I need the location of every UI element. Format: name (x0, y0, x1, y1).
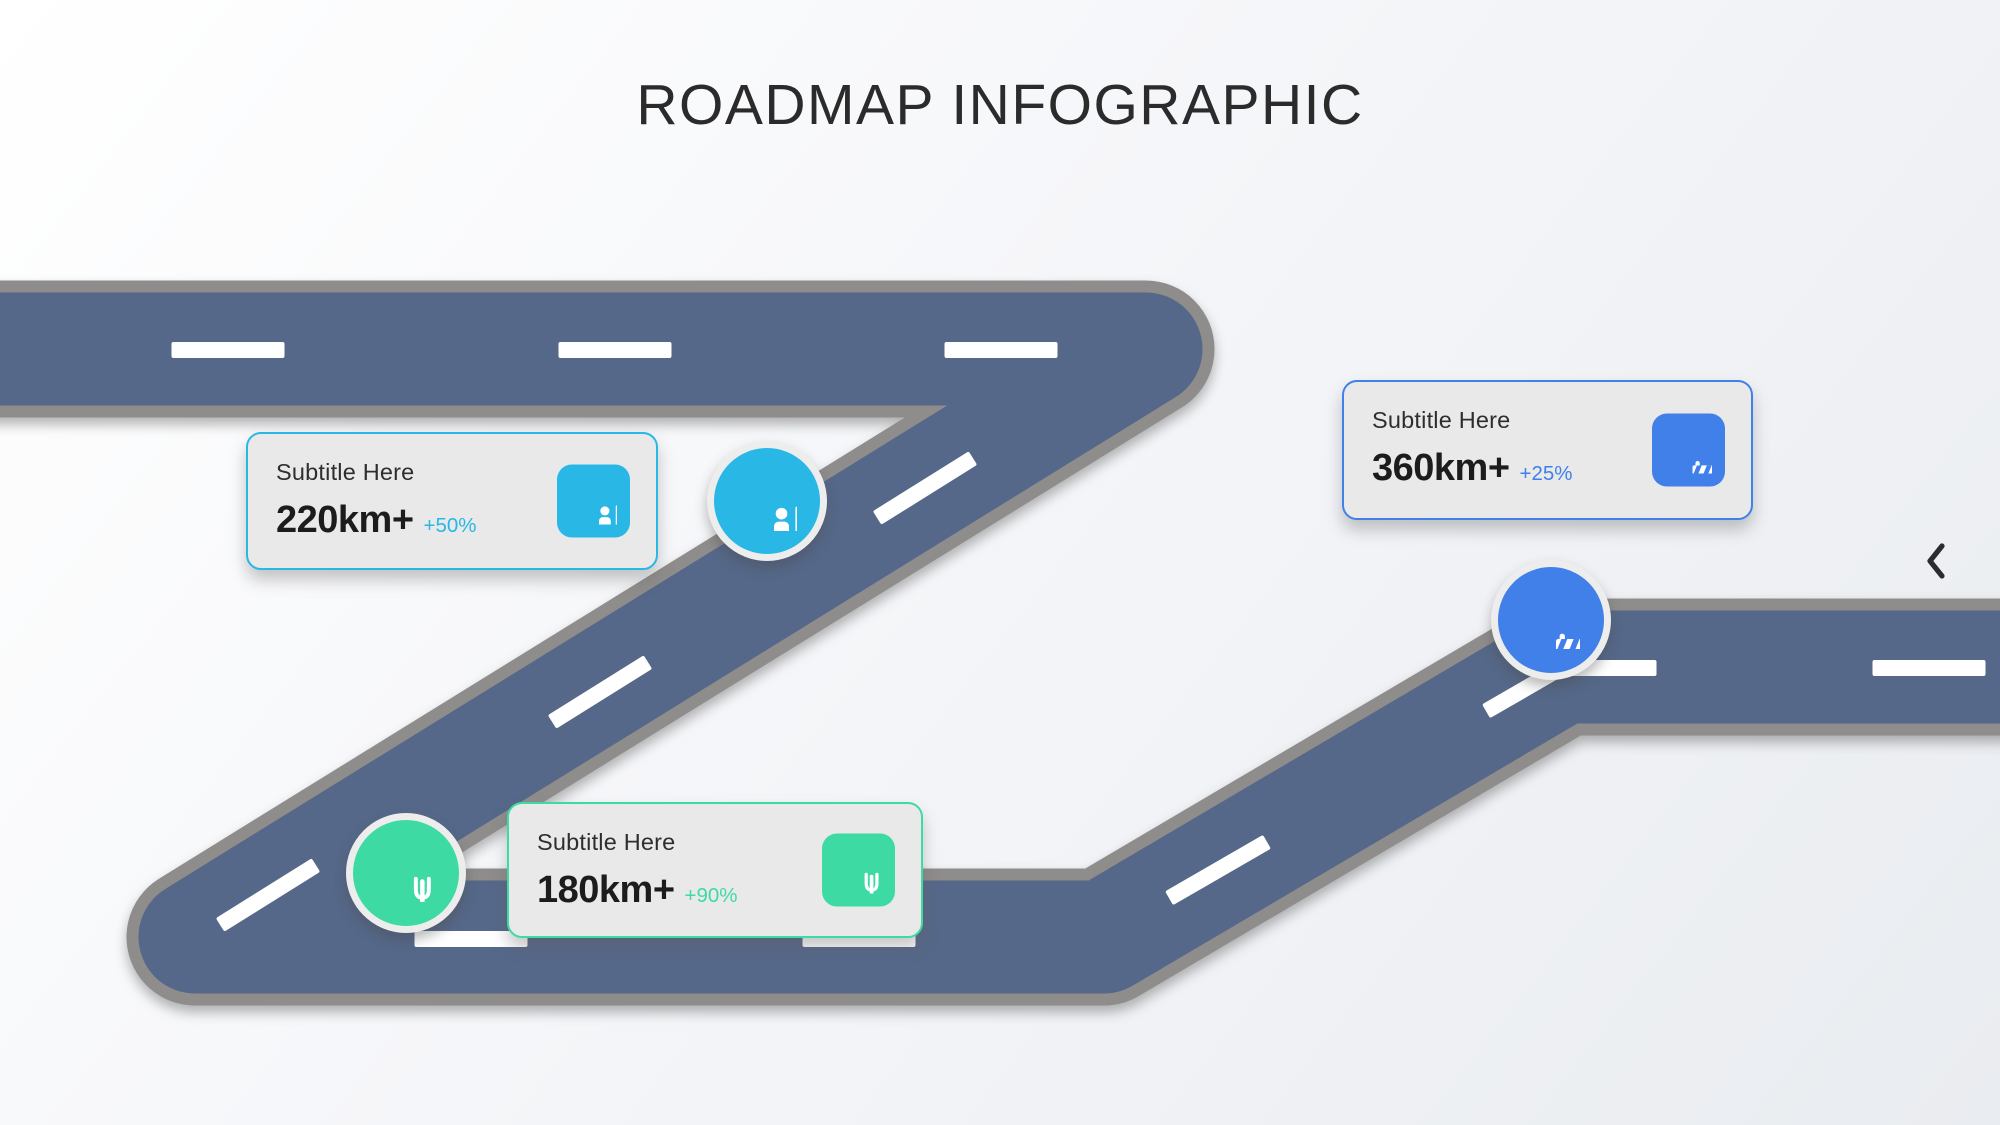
milestone-marker-barrier[interactable] (1491, 560, 1611, 680)
barrier-icon-tile (1652, 413, 1725, 487)
milestone-marker-food[interactable] (346, 813, 466, 933)
restroom-icon (570, 478, 617, 525)
card-subtitle: Subtitle Here (276, 459, 415, 485)
barrier-icon (1522, 591, 1580, 649)
card-value: 360km+ (1372, 447, 1510, 489)
card-delta-badge: +90% (684, 884, 738, 907)
chevron-left-icon[interactable] (1922, 541, 1950, 581)
card-subtitle: Subtitle Here (537, 829, 676, 855)
card-value: 220km+ (276, 499, 414, 541)
barrier-icon (1665, 427, 1712, 474)
card-subtitle: Subtitle Here (1372, 407, 1511, 433)
milestone-card-180km[interactable]: Subtitle Here 180km+ +90% (507, 802, 923, 938)
milestone-card-360km[interactable]: Subtitle Here 360km+ +25% (1342, 380, 1753, 520)
fork-knife-icon (835, 847, 882, 894)
restroom-icon-tile (557, 464, 630, 538)
card-value: 180km+ (537, 869, 675, 911)
milestone-card-220km[interactable]: Subtitle Here 220km+ +50% (246, 432, 658, 570)
road-lane-markings (171, 342, 1986, 947)
milestone-marker-restroom[interactable] (707, 441, 827, 561)
page-title: ROADMAP INFOGRAPHIC (636, 73, 1364, 137)
card-delta-badge: +50% (423, 514, 477, 537)
fork-knife-icon-tile (822, 833, 895, 907)
fork-knife-icon (378, 845, 435, 902)
restroom-icon (737, 471, 797, 531)
card-delta-badge: +25% (1519, 462, 1573, 485)
